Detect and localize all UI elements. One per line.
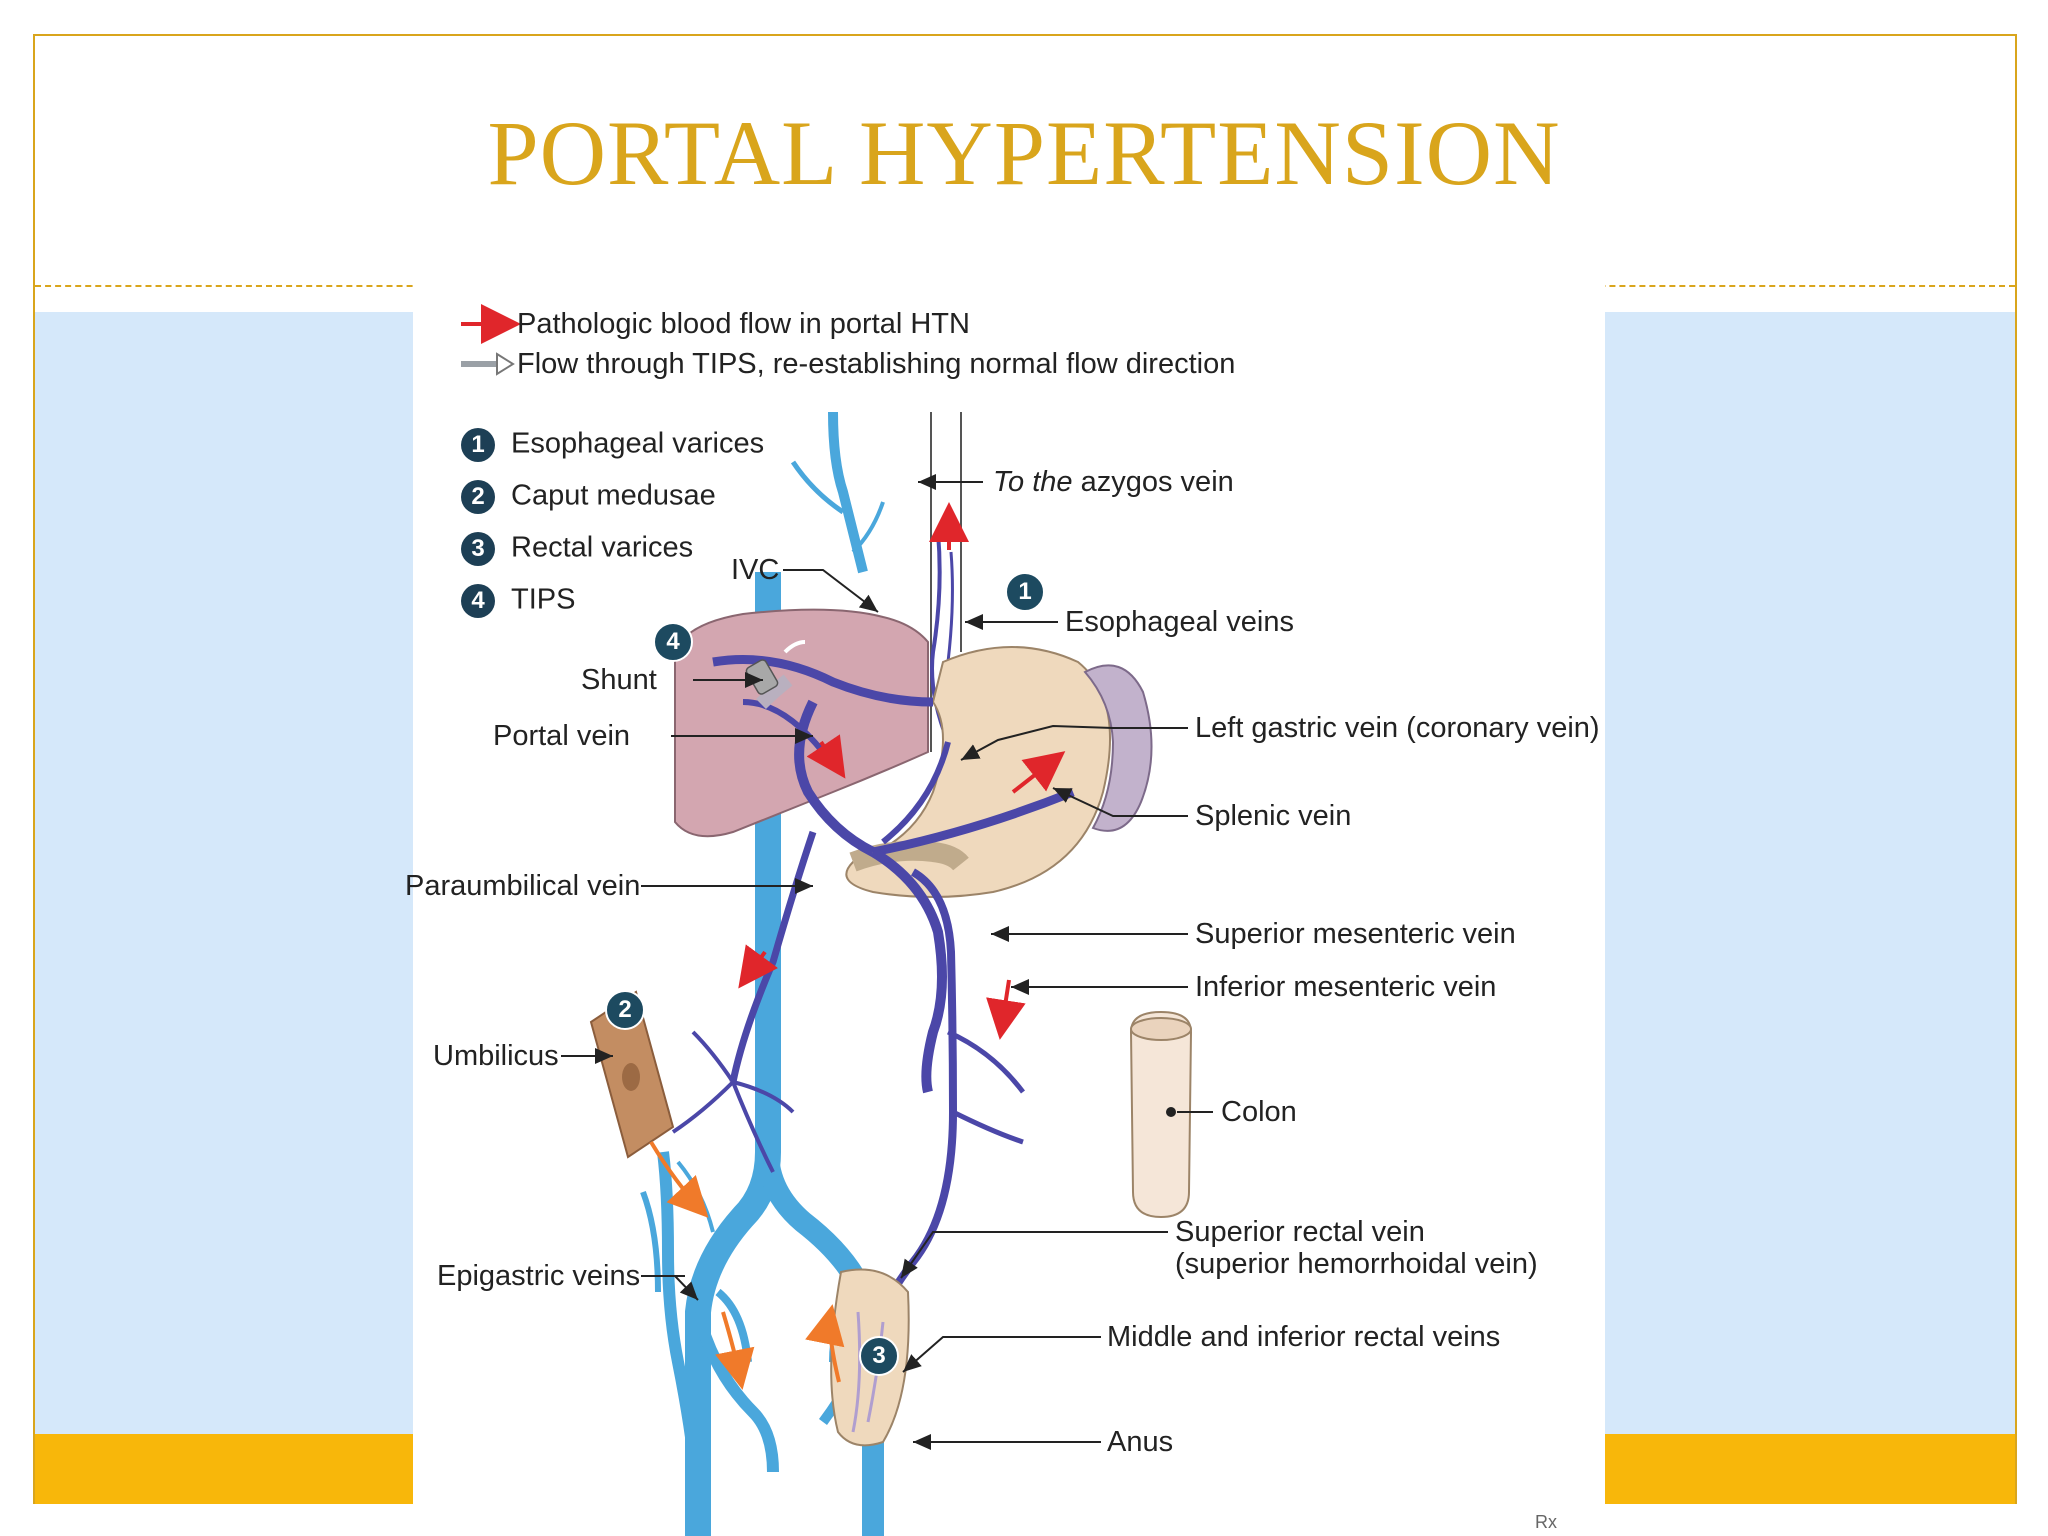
left-border bbox=[33, 34, 35, 1504]
label-inferior-mesenteric-vein: Inferior mesenteric vein bbox=[1195, 971, 1497, 1003]
label-superior-mesenteric-vein: Superior mesenteric vein bbox=[1195, 918, 1516, 950]
label-middle-inferior-rectal-veins: Middle and inferior rectal veins bbox=[1107, 1321, 1501, 1353]
slide-title: PORTAL HYPERTENSION bbox=[487, 102, 1561, 204]
portal-vein-branches bbox=[712, 655, 934, 707]
rx-watermark: Rx bbox=[1535, 1512, 1557, 1532]
key-item-caput-medusae: 2 Caput medusae bbox=[461, 480, 716, 514]
stomach bbox=[845, 646, 1112, 898]
label-paraumbilical-vein: Paraumbilical vein bbox=[405, 870, 641, 902]
key-label: TIPS bbox=[511, 583, 576, 616]
label-colon: Colon bbox=[1221, 1096, 1297, 1128]
splenic-vein-path bbox=[872, 787, 1075, 857]
badge-tips: 4 bbox=[653, 622, 693, 662]
label-anus: Anus bbox=[1107, 1426, 1174, 1458]
number-marker: 1 bbox=[461, 428, 495, 462]
superior-mesenteric-vein-path bbox=[870, 847, 947, 1094]
key-item-esophageal-varices: 1 Esophageal varices bbox=[461, 428, 764, 462]
anatomy-illustration bbox=[461, 304, 1213, 1536]
key-item-tips: 4 TIPS bbox=[461, 584, 575, 618]
legend-pathologic-flow: Pathologic blood flow in portal HTN bbox=[517, 308, 970, 340]
key-label: Esophageal varices bbox=[511, 427, 765, 460]
label-ivc: IVC bbox=[731, 554, 780, 586]
label-left-gastric-vein: Left gastric vein (coronary vein) bbox=[1195, 712, 1600, 744]
label-umbilicus: Umbilicus bbox=[433, 1040, 559, 1072]
right-border bbox=[2015, 34, 2017, 1504]
label-shunt: Shunt bbox=[581, 664, 657, 696]
colon bbox=[1129, 1010, 1193, 1219]
label-portal-vein: Portal vein bbox=[493, 720, 631, 752]
label-azygos-vein: To the azygos vein bbox=[993, 466, 1234, 498]
label-superior-hemorrhoidal-vein: (superior hemorrhoidal vein) bbox=[1175, 1248, 1538, 1280]
badge-esophageal-varices: 1 bbox=[1005, 572, 1045, 612]
tips-flow-legend-arrow bbox=[496, 352, 515, 376]
key-label: Rectal varices bbox=[511, 531, 694, 564]
spleen bbox=[1083, 664, 1153, 832]
label-epigastric-veins: Epigastric veins bbox=[437, 1260, 641, 1292]
label-esophageal-veins: Esophageal veins bbox=[1065, 606, 1294, 638]
label-splenic-vein: Splenic vein bbox=[1195, 800, 1352, 832]
portal-hypertension-diagram: Pathologic blood flow in portal HTN Flow… bbox=[405, 232, 1605, 1536]
badge-rectal-varices: 3 bbox=[859, 1336, 899, 1376]
label-superior-rectal-vein: Superior rectal vein bbox=[1175, 1216, 1425, 1248]
key-label: Caput medusae bbox=[511, 479, 716, 512]
number-marker: 2 bbox=[461, 480, 495, 514]
number-marker: 3 bbox=[461, 532, 495, 566]
badge-caput-medusae: 2 bbox=[605, 990, 645, 1030]
number-marker: 4 bbox=[461, 584, 495, 618]
key-item-rectal-varices: 3 Rectal varices bbox=[461, 532, 693, 566]
legend-tips-flow: Flow through TIPS, re-establishing norma… bbox=[517, 348, 1236, 380]
